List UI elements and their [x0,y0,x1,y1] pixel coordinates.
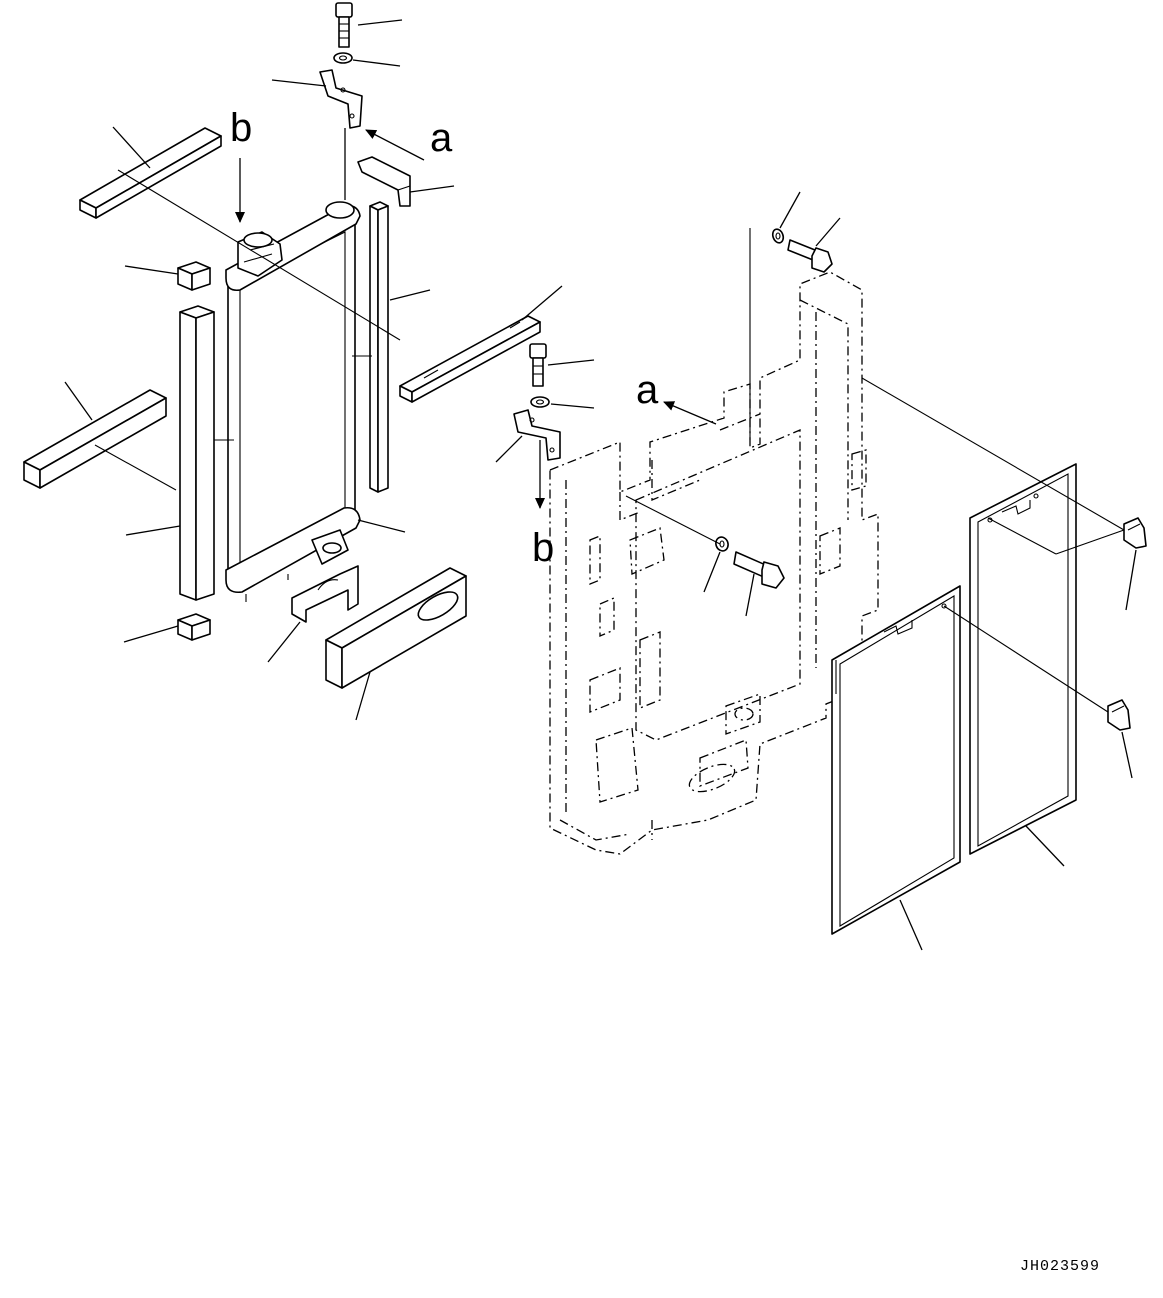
latch-lower [1107,699,1131,731]
right-vertical-strip [369,201,389,493]
view-label-b-top: b [230,106,252,150]
bottom-foam-pad [325,567,467,689]
frame-bolt-upper [787,239,833,273]
frame-washer-upper [771,228,785,244]
latch-upper [1123,517,1147,549]
screen-net-rear [969,463,1077,855]
small-block-lower [177,613,211,641]
view-label-b-bracket: b [532,526,554,570]
top-bolt [335,2,353,48]
upper-guide-block [357,156,411,207]
top-washer [333,52,353,64]
right-guide-strip [399,315,541,403]
left-foam-strip [23,389,167,489]
screen-net-front [831,585,961,935]
center-bolt [529,343,547,387]
top-foam-strip [79,127,222,219]
view-label-a-frame: a [636,368,659,412]
radiator-core [225,201,361,602]
radiator-frame-phantom [549,271,879,855]
lower-bracket [291,565,359,623]
center-washer [530,396,550,408]
frame-washer-lower [715,536,729,552]
left-vertical-strip [179,305,215,601]
frame-bolt-lower [733,551,785,589]
view-label-a-top: a [430,116,453,160]
center-bracket [513,409,561,461]
drawing-code: JH023599 [1020,1258,1100,1275]
small-block-upper [177,261,211,291]
top-bracket [319,69,363,129]
